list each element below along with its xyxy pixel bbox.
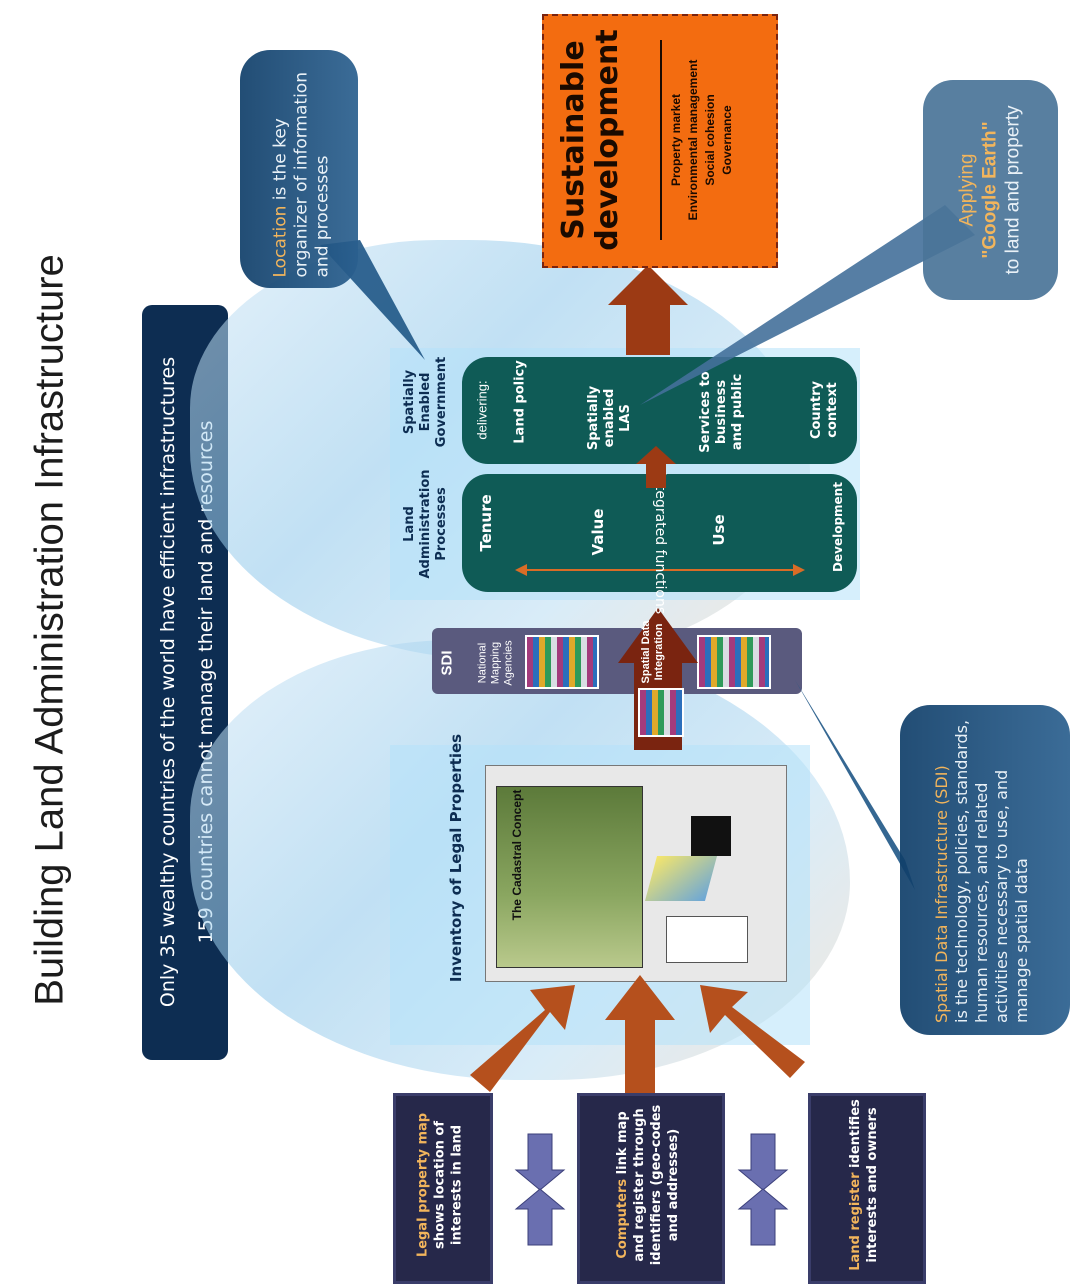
computer-icon [691,816,731,856]
sdi-callout [900,705,1070,1035]
google-earth-callout [923,80,1058,300]
source-computers [577,1093,725,1284]
data-layers-icon-middle [638,688,684,737]
lap-to-seg-arrow [636,446,676,488]
integrated-functions-arrow [515,564,805,576]
title-document-icon [666,916,748,963]
to-sustainable-arrow [608,265,688,355]
lap-box [462,474,857,592]
sustainable-divider [660,40,662,240]
cadastral-photo [496,786,643,968]
source-land-register [808,1093,926,1284]
source-legal-property-map [393,1093,493,1284]
data-layers-icon-bottom [697,635,771,689]
seg-box [462,357,857,464]
cadastral-concept-image [485,765,787,982]
location-callout [240,50,358,288]
data-layers-icon-top [525,635,599,689]
